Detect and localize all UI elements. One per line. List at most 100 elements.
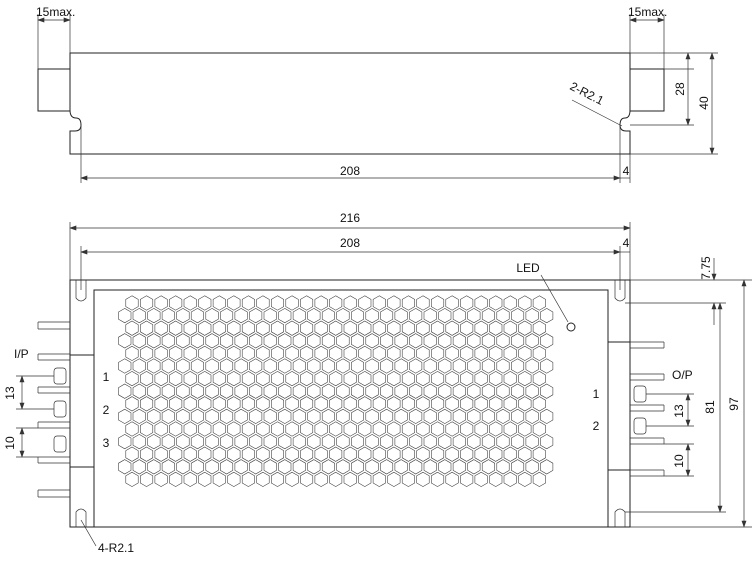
vent-hole <box>481 434 495 450</box>
vent-hole <box>190 358 204 374</box>
vent-hole <box>503 371 517 387</box>
vent-hole <box>416 295 430 311</box>
vent-hole <box>358 295 372 311</box>
vent-hole <box>190 308 204 324</box>
vent-hole <box>292 308 306 324</box>
vent-hole <box>205 434 219 450</box>
vent-hole <box>212 471 226 487</box>
vent-hole <box>190 383 204 399</box>
vent-hole <box>409 308 423 324</box>
vent-hole <box>198 295 212 311</box>
vent-hole <box>511 459 525 475</box>
vent-hole <box>263 408 277 424</box>
vent-hole <box>431 320 445 336</box>
vent-hole <box>467 434 481 450</box>
vent-hole <box>365 408 379 424</box>
vent-hole <box>380 308 394 324</box>
vent-hole <box>227 295 241 311</box>
vent-hole <box>372 295 386 311</box>
vent-hole <box>423 434 437 450</box>
vent-hole <box>321 358 335 374</box>
vent-hole <box>190 408 204 424</box>
vent-hole <box>256 396 270 412</box>
vent-hole <box>161 459 175 475</box>
vent-hole <box>285 396 299 412</box>
vent-hole <box>445 371 459 387</box>
vent-hole <box>227 421 241 437</box>
top-view-216-label: 216 <box>340 211 360 225</box>
vent-hole <box>532 396 546 412</box>
vent-hole <box>394 434 408 450</box>
vent-hole <box>481 308 495 324</box>
vent-hole <box>474 345 488 361</box>
side-view-208-label: 208 <box>340 164 360 178</box>
output-pin-1-label: 1 <box>593 387 600 401</box>
vent-hole <box>401 371 415 387</box>
vent-hole <box>445 471 459 487</box>
vent-hole <box>292 383 306 399</box>
vent-hole <box>358 446 372 462</box>
vent-hole <box>416 320 430 336</box>
vent-hole <box>132 459 146 475</box>
vent-hole <box>336 358 350 374</box>
vent-hole <box>518 371 532 387</box>
vent-hole <box>205 308 219 324</box>
vent-hole <box>125 345 139 361</box>
vent-hole <box>183 446 197 462</box>
vent-hole <box>161 333 175 349</box>
vent-hole <box>423 408 437 424</box>
vent-hole <box>351 383 364 399</box>
vent-hole <box>387 471 401 487</box>
input-pitch-13-label: 13 <box>3 386 17 400</box>
top-view-7-75-label: 7.75 <box>699 256 713 280</box>
top-view-97-label: 97 <box>727 397 741 411</box>
vent-hole <box>416 345 430 361</box>
vent-hole <box>423 358 437 374</box>
output-pitch-13-label: 13 <box>672 404 686 418</box>
vent-hole <box>169 295 183 311</box>
vent-hole <box>401 396 415 412</box>
vent-hole <box>343 320 357 336</box>
vent-hole <box>256 471 270 487</box>
vent-hole <box>460 295 474 311</box>
vent-hole <box>380 434 394 450</box>
vent-hole <box>489 421 503 437</box>
vent-hole <box>278 383 292 399</box>
vent-hole <box>227 345 241 361</box>
vent-hole <box>118 358 132 374</box>
vent-hole <box>125 295 139 311</box>
vent-hole <box>154 371 168 387</box>
vent-hole <box>234 358 248 374</box>
output-pitch-10-label: 10 <box>672 454 686 468</box>
vent-hole <box>452 308 466 324</box>
vent-hole <box>401 471 415 487</box>
vent-hole <box>343 371 357 387</box>
top-view-mount-hole-tr <box>614 280 626 302</box>
vent-hole <box>481 408 495 424</box>
vent-hole <box>220 434 234 450</box>
vent-hole <box>271 471 284 487</box>
vent-hole <box>125 371 139 387</box>
vent-hole <box>438 308 452 324</box>
vent-hole <box>416 421 430 437</box>
vent-hole <box>249 333 263 349</box>
vent-hole <box>300 421 314 437</box>
vent-hole <box>343 421 357 437</box>
vent-hole <box>358 371 372 387</box>
vent-hole <box>474 421 488 437</box>
vent-hole <box>496 459 510 475</box>
vent-hole <box>467 408 481 424</box>
vent-hole <box>241 345 255 361</box>
vent-hole <box>234 308 248 324</box>
vent-hole <box>212 421 226 437</box>
vent-hole <box>132 358 146 374</box>
top-view-mount-hole-br <box>614 508 626 527</box>
vent-hole <box>227 320 241 336</box>
vent-hole <box>438 383 452 399</box>
vent-hole <box>423 459 437 475</box>
vent-hole <box>423 333 437 349</box>
vent-hole <box>241 446 255 462</box>
vent-hole <box>518 396 532 412</box>
vent-hole <box>278 459 292 475</box>
vent-hole <box>372 396 386 412</box>
